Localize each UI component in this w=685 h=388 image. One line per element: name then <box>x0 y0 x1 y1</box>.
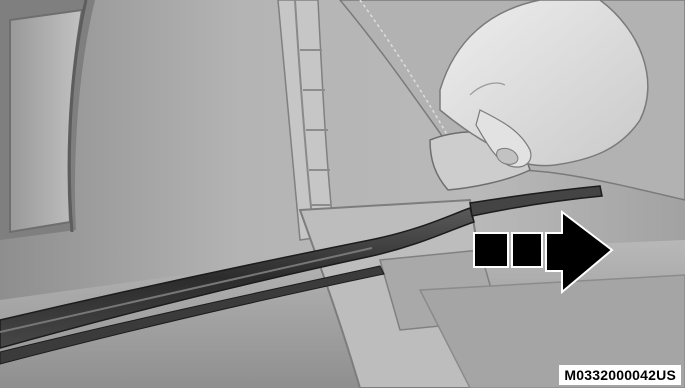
figure-reference-code: M0332000042US <box>559 365 681 385</box>
arrow-segment-2 <box>512 233 542 267</box>
arrow-segment-1 <box>474 233 508 267</box>
